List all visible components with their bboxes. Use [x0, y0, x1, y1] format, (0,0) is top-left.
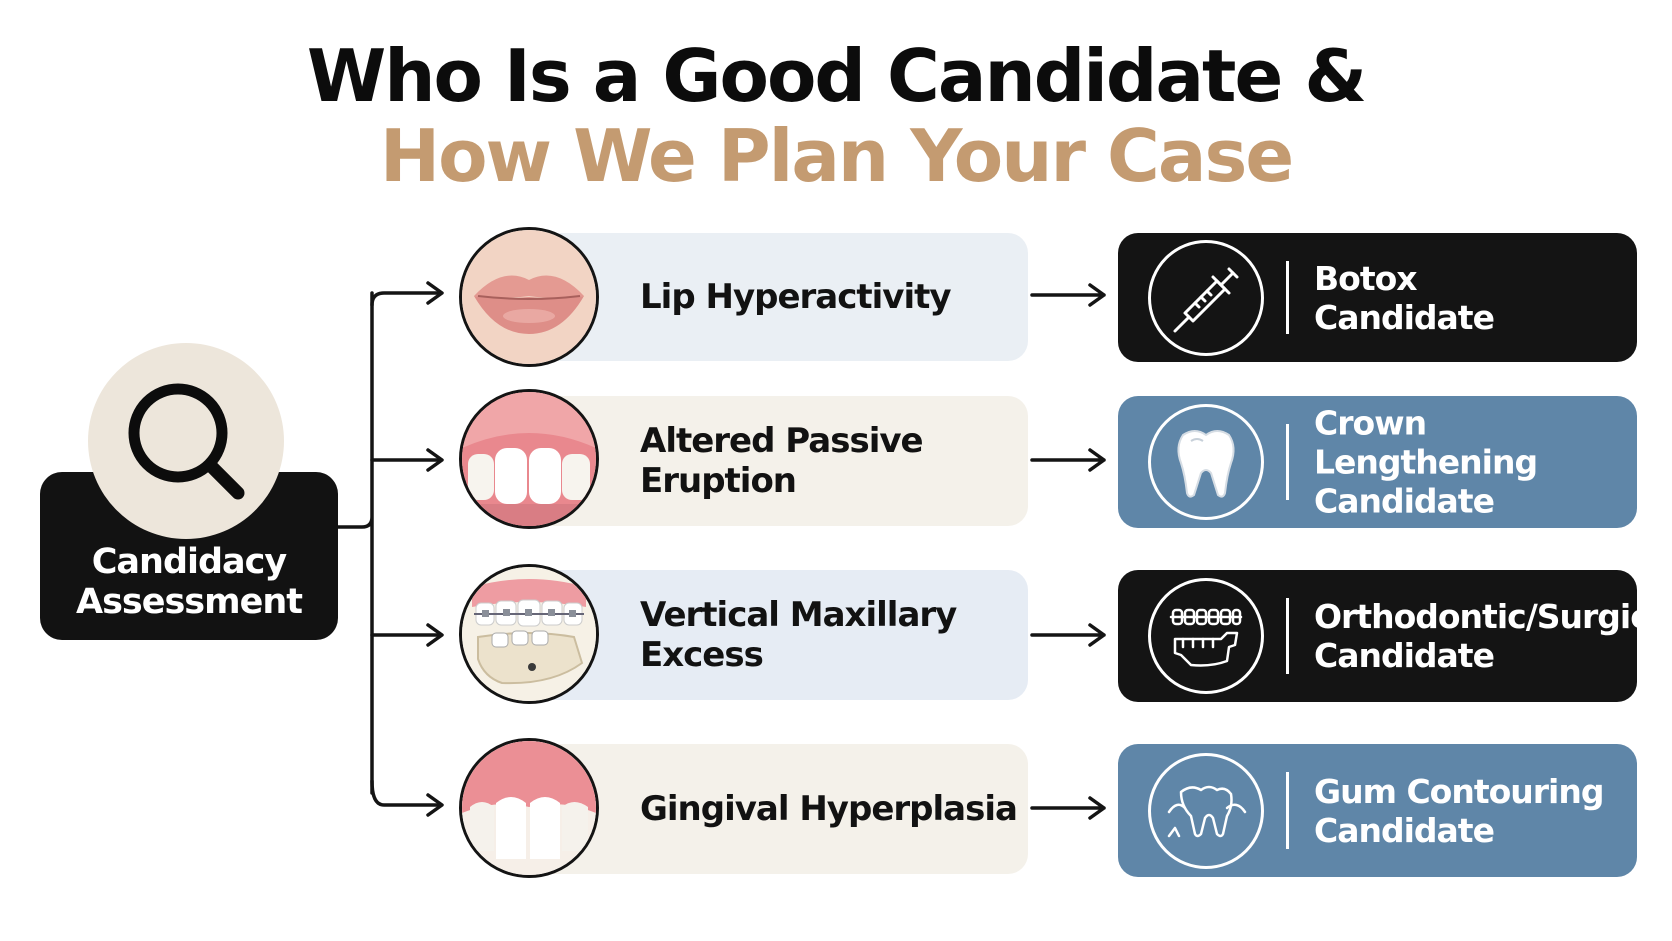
branch-arrowhead-3	[426, 793, 444, 817]
condition-card-lip-hyperactivity: Lip Hyperactivity	[520, 233, 1028, 361]
branch-line-0	[370, 291, 442, 307]
outcome-arrow-0	[1030, 283, 1106, 307]
gum-overgrowth-photo	[459, 738, 599, 878]
condition-card-gingival-hyperplasia: Gingival Hyperplasia	[520, 744, 1028, 874]
outcome-divider	[1286, 598, 1289, 674]
condition-card-vertical-maxillary-excess: Vertical Maxillary Excess	[520, 570, 1028, 700]
branch-line-3	[370, 779, 442, 807]
outcome-divider	[1286, 424, 1289, 500]
outcome-label: Crown Lengthening Candidate	[1314, 403, 1538, 521]
outcome-card-botox: Botox Candidate	[1118, 233, 1637, 362]
condition-label: Altered Passive Eruption	[640, 421, 924, 501]
outcome-card-gum-contouring: Gum Contouring Candidate	[1118, 744, 1637, 877]
outcome-arrow-2	[1030, 623, 1106, 647]
braces-jaw-icon	[1148, 578, 1264, 694]
outcome-divider	[1286, 772, 1289, 849]
branch-arrowhead-0	[426, 281, 444, 305]
condition-label: Lip Hyperactivity	[640, 277, 952, 317]
gum-tooth-icon	[1148, 752, 1264, 869]
condition-label: Vertical Maxillary Excess	[640, 595, 957, 675]
tooth-icon	[1148, 404, 1264, 520]
condition-label: Gingival Hyperplasia	[640, 789, 1018, 829]
title-line-2: How We Plan Your Case	[379, 114, 1294, 198]
braces-jaw-photo	[459, 564, 599, 704]
branch-arrowhead-1	[426, 448, 444, 472]
outcome-label: Orthodontic/Surgical Candidate	[1314, 597, 1637, 675]
outcome-divider	[1286, 261, 1289, 334]
outcome-arrow-1	[1030, 448, 1106, 472]
lips-photo	[459, 227, 599, 367]
start-node-label: Candidacy Assessment	[75, 542, 303, 622]
title-line-1: Who Is a Good Candidate &	[306, 34, 1367, 118]
branch-arrowhead-2	[426, 623, 444, 647]
syringe-icon	[1148, 239, 1264, 356]
magnifier-icon	[88, 343, 284, 539]
outcome-label: Botox Candidate	[1314, 258, 1495, 337]
outcome-label: Gum Contouring Candidate	[1314, 771, 1604, 850]
condition-card-altered-passive-eruption: Altered Passive Eruption	[520, 396, 1028, 526]
outcome-card-orthodontic-surgical: Orthodontic/Surgical Candidate	[1118, 570, 1637, 702]
trunk-line	[336, 291, 374, 795]
outcome-card-crown-lengthening: Crown Lengthening Candidate	[1118, 396, 1637, 528]
outcome-arrow-3	[1030, 796, 1106, 820]
gummy-smile-photo	[459, 389, 599, 529]
